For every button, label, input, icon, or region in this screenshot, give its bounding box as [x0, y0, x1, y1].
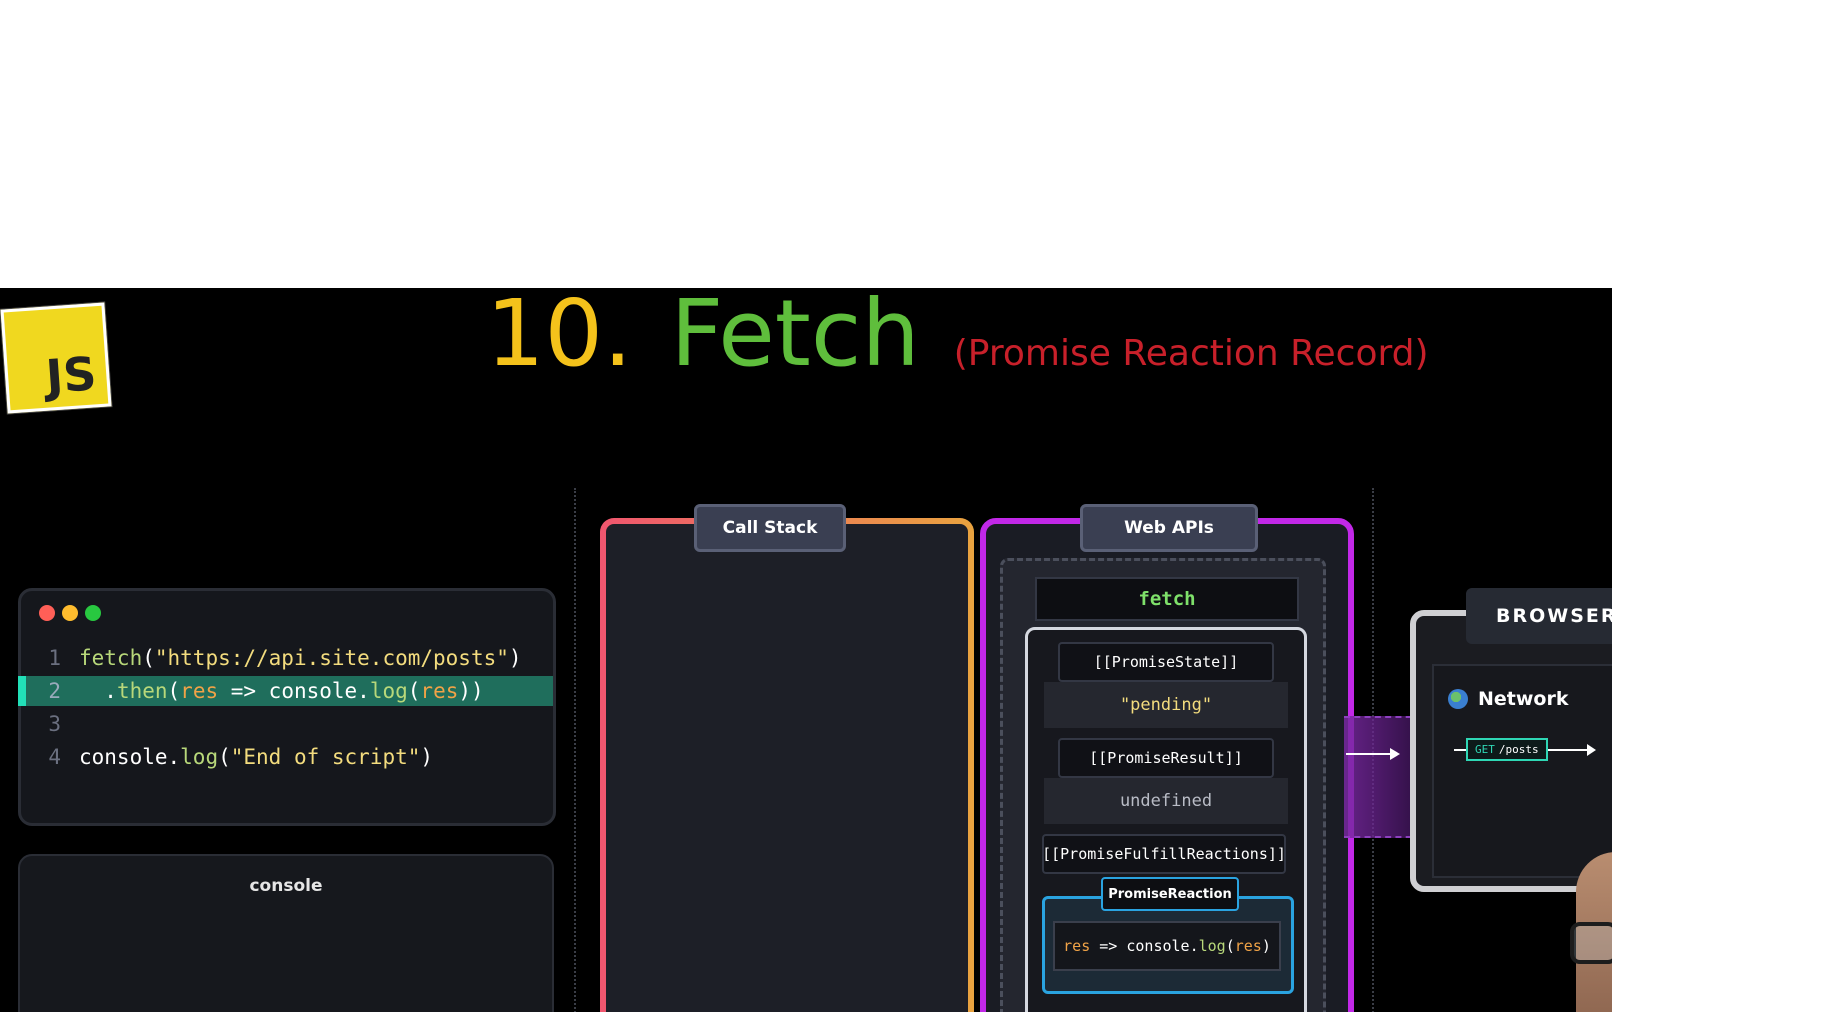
- code-token: res: [180, 679, 219, 703]
- reaction-paren-open: (: [1225, 937, 1235, 955]
- promise-result-label: [[PromiseResult]]: [1058, 738, 1274, 778]
- code-line: 4 console.log("End of script"): [21, 742, 553, 772]
- line-number: 3: [48, 712, 61, 736]
- promise-object: [[PromiseState]] "pending" [[PromiseResu…: [1025, 627, 1307, 1012]
- promise-reaction: PromiseReaction res => console.log(res): [1042, 877, 1294, 994]
- fetch-label: fetch: [1035, 577, 1299, 621]
- fetch-task: fetch [[PromiseState]] "pending" [[Promi…: [1000, 558, 1326, 1012]
- promise-result-value: undefined: [1044, 778, 1288, 824]
- transfer-glow: [1344, 716, 1422, 838]
- video-frame: JS 10. Fetch (Promise Reaction Record) 1…: [0, 288, 1612, 1012]
- call-stack-panel: [600, 518, 974, 1012]
- request-arrow-icon: [1547, 743, 1596, 756]
- code-token: .: [79, 679, 117, 703]
- title-subtitle: (Promise Reaction Record): [953, 333, 1429, 374]
- code-token: console.: [79, 745, 181, 769]
- presenter-video: [1570, 852, 1612, 1012]
- promise-state-value: "pending": [1044, 682, 1288, 728]
- code-token: "End of script": [230, 745, 421, 769]
- glasses-icon: [1570, 922, 1612, 964]
- network-request: GET/posts: [1454, 738, 1596, 761]
- reaction-arrow: => console.: [1090, 937, 1199, 955]
- globe-icon: [1448, 689, 1468, 709]
- reaction-method: log: [1198, 937, 1226, 955]
- reaction-arg: res: [1234, 937, 1262, 955]
- browser-panel: Network GET/posts: [1410, 610, 1612, 892]
- maximize-dot-icon: [85, 605, 101, 621]
- request-method: GET: [1475, 743, 1495, 756]
- promise-state-label: [[PromiseState]]: [1058, 642, 1274, 682]
- reaction-paren-close: ): [1261, 937, 1271, 955]
- fulfill-reactions-label: [[PromiseFulfillReactions]]: [1042, 834, 1286, 874]
- code-token: (: [167, 679, 181, 703]
- code-line: 1 fetch("https://api.site.com/posts"): [21, 643, 553, 673]
- divider-left: [574, 488, 576, 1012]
- code-token: (: [218, 745, 231, 769]
- code-token: res: [420, 679, 459, 703]
- code-token: then: [116, 679, 168, 703]
- promise-reaction-label: PromiseReaction: [1101, 877, 1239, 911]
- code-line: 2 .then(res => console.log(res)): [18, 676, 553, 706]
- network-label: Network: [1478, 688, 1569, 710]
- console-label: console: [249, 876, 323, 896]
- title-name: Fetch: [670, 288, 920, 387]
- active-line-marker: [18, 676, 26, 706]
- reaction-handler-code: res => console.log(res): [1053, 921, 1281, 971]
- arrow-right-icon: [1346, 748, 1400, 760]
- line-number: 2: [48, 679, 61, 703]
- web-apis-panel: fetch [[PromiseState]] "pending" [[Promi…: [980, 518, 1354, 1012]
- code-token: "https://api.site.com/posts": [154, 646, 509, 670]
- js-logo: JS: [0, 302, 112, 414]
- title-number: 10.: [486, 288, 633, 387]
- request-path: /posts: [1498, 743, 1539, 756]
- slide-title: 10. Fetch (Promise Reaction Record): [486, 288, 1429, 408]
- console-panel: console: [18, 854, 554, 1012]
- network-title: Network: [1448, 688, 1568, 710]
- network-panel: Network GET/posts: [1432, 664, 1612, 878]
- close-dot-icon: [39, 605, 55, 621]
- code-token: )): [458, 679, 484, 703]
- line-number: 1: [48, 646, 61, 670]
- minimize-dot-icon: [62, 605, 78, 621]
- code-line: 3: [21, 709, 553, 739]
- code-token: log: [369, 679, 408, 703]
- browser-label: BROWSER: [1466, 588, 1612, 644]
- line-number: 4: [48, 745, 61, 769]
- request-line-icon: [1454, 748, 1466, 751]
- code-token: (: [407, 679, 421, 703]
- code-token: (: [142, 646, 155, 670]
- code-token: => console.: [218, 679, 370, 703]
- window-controls: [39, 605, 101, 621]
- js-logo-text: JS: [44, 346, 99, 404]
- code-token: ): [420, 745, 434, 769]
- code-token: ): [508, 646, 522, 670]
- web-apis-label: Web APIs: [1080, 504, 1258, 552]
- code-token: fetch: [79, 646, 143, 670]
- request-pill: GET/posts: [1466, 738, 1548, 761]
- reaction-var: res: [1063, 937, 1091, 955]
- code-token: log: [180, 745, 219, 769]
- call-stack-label: Call Stack: [694, 504, 846, 552]
